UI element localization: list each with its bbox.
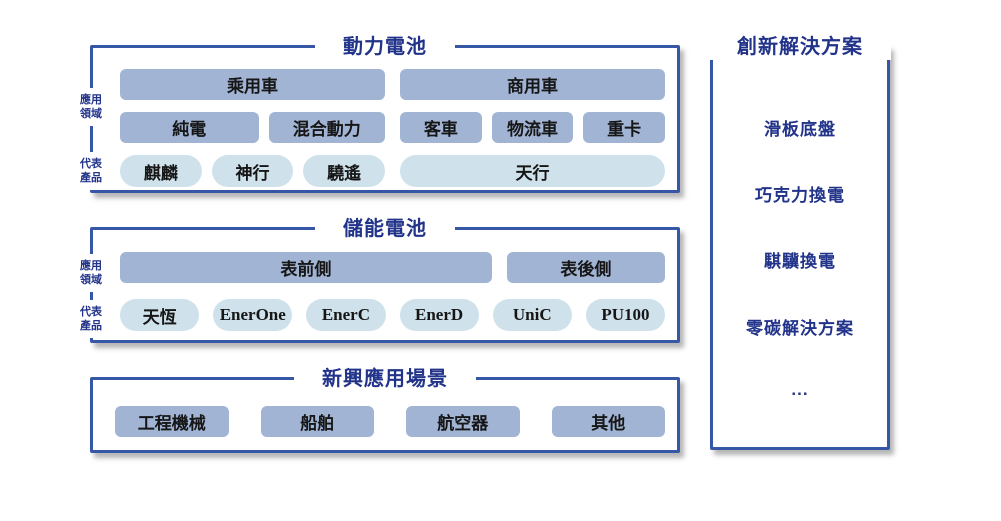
passenger-subgroup: 純電 混合動力 — [120, 112, 385, 143]
storage-battery-content: 表前側 表後側 天恆 EnerOne EnerC EnerD UniC PU10… — [93, 230, 677, 340]
pure-ev-bar: 純電 — [120, 112, 259, 143]
application-field-label-line1: 應用 — [80, 94, 102, 106]
innovative-solutions-list: 滑板底盤 巧克力換電 騏驥換電 零碳解決方案 ... — [713, 48, 887, 447]
emerging-row: 工程機械 船舶 航空器 其他 — [115, 406, 665, 437]
innovative-solutions-title: 創新解決方案 — [709, 34, 891, 60]
behind-meter-bar: 表後側 — [506, 252, 665, 283]
emerging-scenarios-title: 新興應用場景 — [294, 366, 476, 392]
storage-battery-section: 儲能電池 應用 領域 代表 產品 表前側 表後側 天恆 EnerOne Ener… — [77, 216, 680, 343]
emerging-scenarios-section: 新興應用場景 工程機械 船舶 航空器 其他 — [90, 366, 680, 453]
qilin-product-pill: 麒麟 — [120, 155, 202, 187]
tianheng-product-pill: 天恆 — [120, 299, 200, 331]
representative-products-label: 代表 產品 — [77, 152, 105, 190]
xiaoyao-product-pill: 驍遙 — [303, 155, 386, 187]
application-field-label: 應用 領域 — [77, 254, 105, 292]
power-row-products: 麒麟 神行 驍遙 天行 — [120, 155, 665, 187]
aircraft-bar: 航空器 — [406, 406, 520, 437]
pu100-product-pill: PU100 — [585, 299, 666, 331]
representative-products-label-line2: 產品 — [80, 172, 102, 184]
representative-products-label: 代表 產品 — [77, 300, 105, 338]
application-field-label-line1: 應用 — [80, 260, 102, 272]
logistics-vehicle-bar: 物流車 — [491, 112, 574, 143]
application-field-label: 應用 領域 — [77, 88, 105, 126]
representative-products-label-line1: 代表 — [80, 158, 102, 170]
enerc-product-pill: EnerC — [306, 299, 386, 331]
representative-products-label-line1: 代表 — [80, 306, 102, 318]
power-battery-title: 動力電池 — [315, 34, 455, 60]
power-battery-content: 乘用車 商用車 純電 混合動力 客車 物流車 重卡 麒麟 神行 驍遙 — [93, 48, 677, 190]
representative-products-label-line2: 產品 — [80, 320, 102, 332]
commercial-subgroup: 客車 物流車 重卡 — [400, 112, 666, 143]
qiji-swap-item: 騏驥換電 — [764, 252, 836, 272]
storage-battery-title: 儲能電池 — [315, 216, 455, 242]
power-row-subsegments: 純電 混合動力 客車 物流車 重卡 — [120, 112, 666, 143]
application-field-label-line2: 領域 — [80, 274, 102, 286]
power-row-segments: 乘用車 商用車 — [120, 69, 665, 100]
skateboard-chassis-item: 滑板底盤 — [764, 120, 836, 140]
zero-carbon-solutions-item: 零碳解決方案 — [746, 318, 854, 338]
emerging-scenarios-content: 工程機械 船舶 航空器 其他 — [93, 380, 677, 450]
others-bar: 其他 — [551, 406, 665, 437]
ellipsis-item: ... — [791, 379, 809, 399]
power-battery-section: 動力電池 應用 領域 代表 產品 乘用車 商用車 純電 混合動力 客車 物流車 … — [77, 34, 680, 193]
passenger-products: 麒麟 神行 驍遙 — [120, 155, 386, 187]
commercial-vehicle-bar: 商用車 — [400, 69, 665, 100]
tianxing-product-pill: 天行 — [400, 155, 665, 187]
innovative-solutions-section: 創新解決方案 滑板底盤 巧克力換電 騏驥換電 零碳解決方案 ... — [709, 34, 891, 450]
shenxing-product-pill: 神行 — [211, 155, 294, 187]
storage-row-segments: 表前側 表後側 — [120, 252, 665, 283]
passenger-group: 乘用車 — [120, 69, 385, 100]
heavy-truck-bar: 重卡 — [583, 112, 666, 143]
unic-product-pill: UniC — [492, 299, 572, 331]
enerone-product-pill: EnerOne — [213, 299, 293, 331]
application-field-label-line2: 領域 — [80, 108, 102, 120]
enerd-product-pill: EnerD — [399, 299, 479, 331]
engineering-machinery-bar: 工程機械 — [115, 406, 229, 437]
commercial-products: 天行 — [400, 155, 665, 187]
ships-bar: 船舶 — [260, 406, 374, 437]
hybrid-bar: 混合動力 — [268, 112, 385, 143]
commercial-group: 商用車 — [400, 69, 665, 100]
bus-bar: 客車 — [400, 112, 482, 143]
storage-row-products: 天恆 EnerOne EnerC EnerD UniC PU100 — [120, 299, 666, 331]
chocolate-swap-item: 巧克力換電 — [755, 186, 845, 206]
passenger-vehicle-bar: 乘用車 — [120, 69, 385, 100]
front-of-meter-bar: 表前側 — [120, 252, 492, 283]
